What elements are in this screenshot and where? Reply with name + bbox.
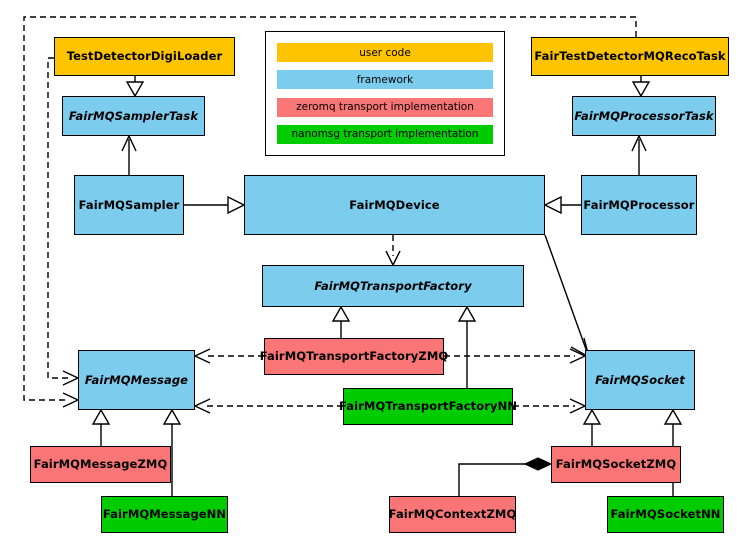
class-box-fairmqsocket[interactable]: FairMQSocket	[585, 350, 695, 410]
class-label-fairmqsocketnn: FairMQSocketNN	[610, 507, 721, 522]
class-label-fairmqsocketzmq: FairMQSocketZMQ	[555, 457, 677, 472]
class-label-fairmqprocessortask: FairMQProcessorTask	[574, 108, 714, 123]
edge-transportfactoryzmq-to-message	[194, 348, 264, 364]
edge-processor-to-processortask	[631, 135, 647, 175]
color-legend: user code framework zeromq transport imp…	[265, 31, 505, 156]
class-box-fairmqcontextzmq[interactable]: FairMQContextZMQ	[389, 496, 516, 533]
legend-label-zeromq: zeromq transport implementation	[296, 101, 474, 114]
class-label-testdetectordigiloader: TestDetectorDigiLoader	[66, 49, 223, 64]
edge-sampler-to-samplertask	[121, 135, 137, 175]
edge-transportfactorynn-to-message	[194, 398, 343, 414]
class-box-fairmqsocketnn[interactable]: FairMQSocketNN	[607, 496, 724, 533]
edge-digiloader-to-samplertask	[125, 76, 145, 98]
edge-device-to-transportfactory	[385, 235, 401, 266]
class-box-fairmqmessagenn[interactable]: FairMQMessageNN	[101, 496, 228, 533]
class-label-fairmqmessagezmq: FairMQMessageZMQ	[33, 457, 168, 472]
class-box-fairtestdetectormqrecotask[interactable]: FairTestDetectorMQRecoTask	[531, 37, 729, 76]
legend-label-framework: framework	[356, 73, 414, 86]
class-label-fairmqtransportfactorynn: FairMQTransportFactoryNN	[338, 399, 518, 414]
legend-label-nanomsg: nanomsg transport implementation	[291, 128, 479, 141]
edge-socketzmq-to-socket	[582, 408, 602, 446]
legend-item-framework: framework	[277, 70, 493, 90]
class-label-fairmqdevice: FairMQDevice	[349, 197, 440, 212]
edge-transportfactorynn-to-transportfactory	[457, 305, 477, 388]
class-box-fairmqprocessortask[interactable]: FairMQProcessorTask	[572, 96, 716, 136]
class-box-fairmqmessagezmq[interactable]: FairMQMessageZMQ	[30, 446, 171, 483]
class-box-fairmqsocketzmq[interactable]: FairMQSocketZMQ	[551, 446, 681, 483]
class-box-fairmqtransportfactory[interactable]: FairMQTransportFactory	[262, 265, 524, 307]
class-box-fairmqsamplertask[interactable]: FairMQSamplerTask	[62, 96, 205, 136]
class-label-fairmqprocessor: FairMQProcessor	[583, 197, 695, 212]
legend-item-user-code: user code	[277, 43, 493, 63]
edge-messagezmq-to-message	[91, 408, 111, 446]
class-box-fairmqmessage[interactable]: FairMQMessage	[78, 350, 195, 410]
edge-sampler-to-device	[184, 195, 246, 215]
class-label-fairmqmessagenn: FairMQMessageNN	[102, 507, 227, 522]
class-box-fairmqprocessor[interactable]: FairMQProcessor	[581, 175, 697, 235]
class-box-fairmqtransportfactorynn[interactable]: FairMQTransportFactoryNN	[339, 388, 517, 425]
class-label-fairmqsocket: FairMQSocket	[595, 372, 685, 387]
legend-item-zeromq: zeromq transport implementation	[277, 97, 493, 117]
edge-recotask-to-processortask	[631, 76, 651, 98]
class-label-fairmqmessage: FairMQMessage	[84, 372, 189, 387]
class-label-fairtestdetectormqrecotask: FairTestDetectorMQRecoTask	[534, 49, 726, 64]
class-label-fairmqsampler: FairMQSampler	[78, 197, 180, 212]
edge-transportfactorynn-to-socket	[513, 398, 586, 414]
class-label-fairmqcontextzmq: FairMQContextZMQ	[388, 507, 517, 522]
edge-transportfactoryzmq-to-socket	[444, 348, 586, 364]
edge-socketzmq-composition-contextzmq	[458, 457, 553, 496]
class-box-testdetectordigiloader[interactable]: TestDetectorDigiLoader	[54, 37, 235, 76]
edge-device-to-socket	[544, 234, 590, 358]
class-box-fairmqdevice[interactable]: FairMQDevice	[244, 175, 545, 235]
class-box-fairmqsampler[interactable]: FairMQSampler	[74, 175, 184, 235]
class-box-fairmqtransportfactoryzmq[interactable]: FairMQTransportFactoryZMQ	[260, 338, 448, 375]
class-label-fairmqsamplertask: FairMQSamplerTask	[68, 108, 199, 123]
legend-item-nanomsg: nanomsg transport implementation	[277, 124, 493, 144]
edge-processor-to-device	[543, 195, 581, 215]
class-label-fairmqtransportfactoryzmq: FairMQTransportFactoryZMQ	[259, 349, 449, 364]
edge-transportfactoryzmq-to-transportfactory	[331, 305, 351, 338]
class-label-fairmqtransportfactory: FairMQTransportFactory	[314, 278, 472, 293]
legend-label-user-code: user code	[359, 46, 411, 59]
